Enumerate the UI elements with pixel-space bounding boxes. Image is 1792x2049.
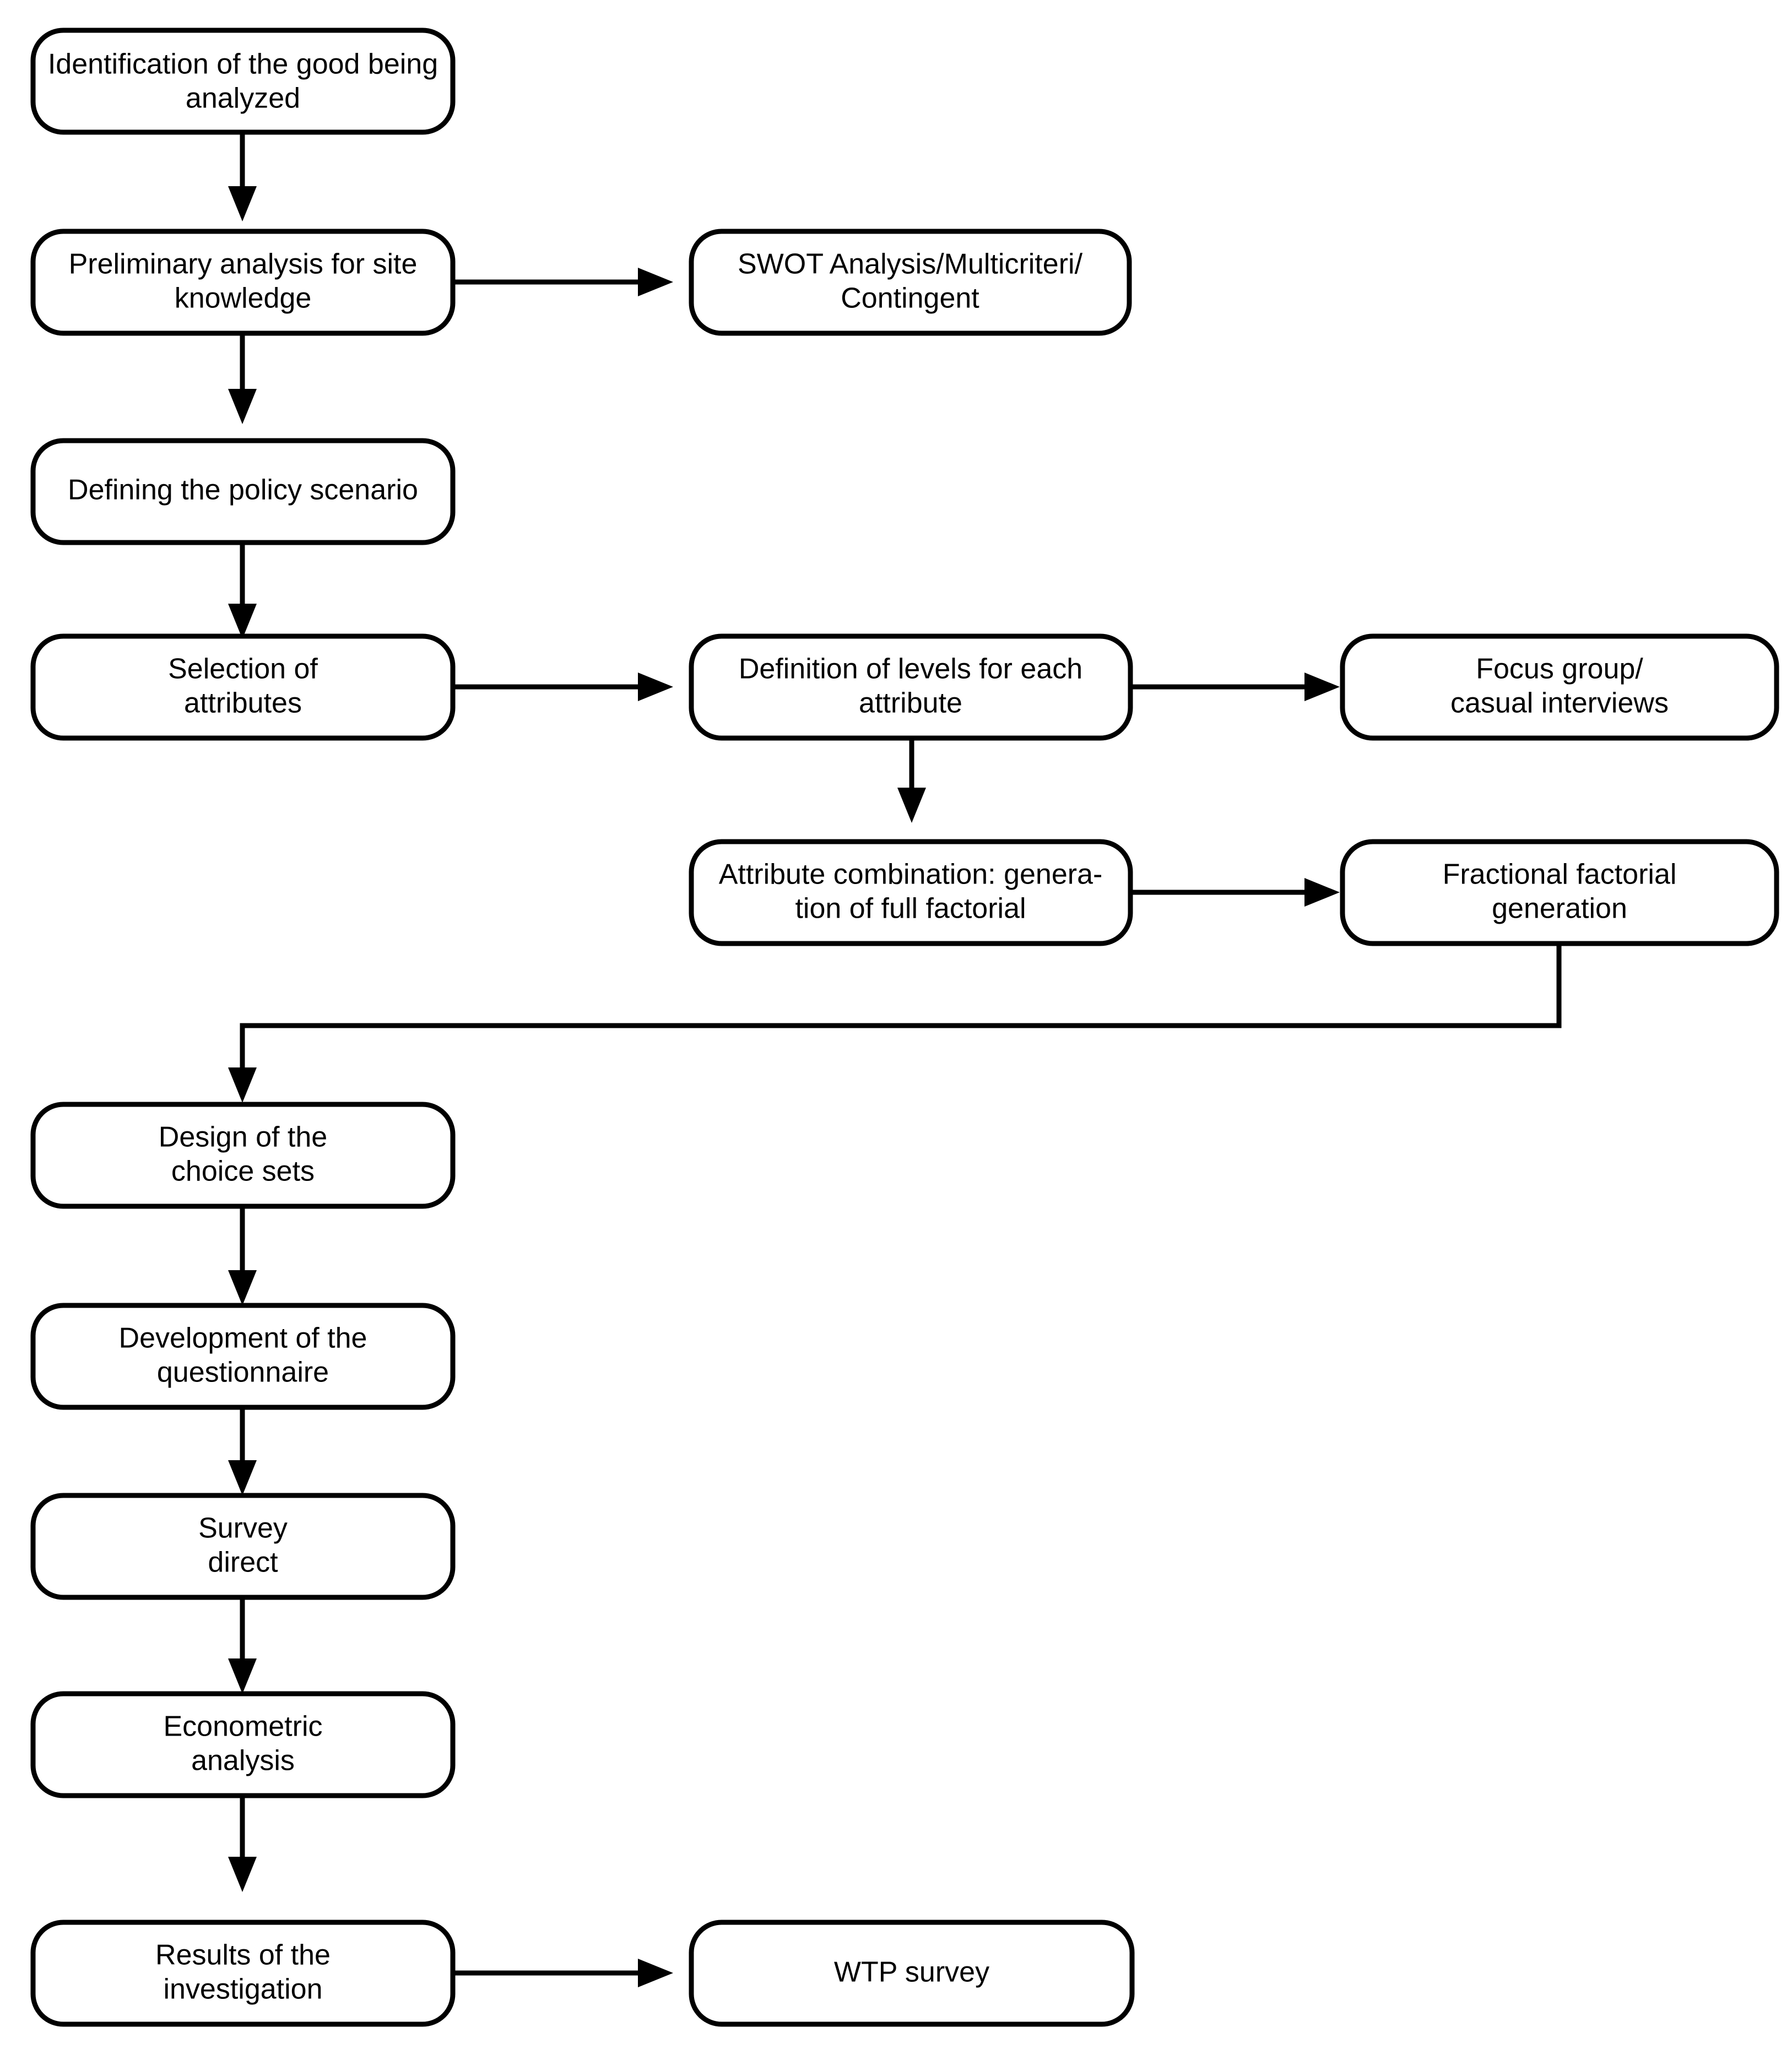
node-choice-sets-line1: Design of the: [159, 1121, 327, 1153]
node-selection-attributes-line1: Selection of: [168, 653, 318, 685]
node-questionnaire-shape[interactable]: [30, 1303, 456, 1410]
node-attribute-combination-shape[interactable]: [689, 839, 1133, 946]
node-focus-group-line2: casual interviews: [1450, 687, 1669, 719]
node-identification-line2: analyzed: [186, 83, 300, 115]
node-results-shape[interactable]: [30, 1920, 456, 2027]
edge-survey-to-econometric: [228, 1597, 257, 1694]
node-preliminary-line2: knowledge: [175, 283, 312, 315]
edge-questionnaire-to-survey: [228, 1407, 257, 1495]
node-questionnaire[interactable]: Development of the questionnaire: [30, 1303, 456, 1410]
node-fractional-factorial-shape[interactable]: [1340, 839, 1779, 946]
node-fractional-factorial[interactable]: Fractional factorial generation: [1340, 839, 1779, 946]
node-choice-sets-line2: choice sets: [171, 1156, 315, 1188]
node-econometric-shape[interactable]: [30, 1691, 456, 1798]
edge-fractional-to-choice-sets: [228, 944, 1562, 1103]
node-questionnaire-line2: questionnaire: [157, 1357, 329, 1389]
node-swot[interactable]: SWOT Analysis/Multicriteri/ Contingent: [689, 229, 1132, 336]
node-preliminary-line1: Preliminary analysis for site: [69, 248, 418, 280]
node-results-line2: investigation: [163, 1974, 322, 2005]
node-survey-direct-line1: Survey: [198, 1513, 288, 1544]
node-swot-shape[interactable]: [689, 229, 1132, 336]
node-questionnaire-line1: Development of the: [119, 1322, 367, 1354]
edge-results-to-wtp: [453, 1959, 673, 1987]
node-results-line1: Results of the: [155, 1939, 331, 1971]
node-focus-group-shape[interactable]: [1340, 633, 1779, 741]
edge-definition-levels-to-focus-group: [1133, 673, 1340, 701]
node-definition-levels-shape[interactable]: [689, 633, 1133, 741]
edge-choice-sets-to-questionnaire: [228, 1206, 257, 1305]
node-preliminary[interactable]: Preliminary analysis for site knowledge: [30, 229, 456, 336]
node-selection-attributes[interactable]: Selection of attributes: [30, 633, 456, 741]
node-wtp-line1: WTP survey: [834, 1956, 989, 1988]
node-definition-levels-line1: Definition of levels for each: [739, 653, 1082, 685]
node-econometric[interactable]: Econometric analysis: [30, 1691, 456, 1798]
node-policy-scenario[interactable]: Defining the policy scenario: [30, 438, 456, 545]
edge-attribute-combination-to-fractional: [1133, 878, 1340, 907]
node-attribute-combination[interactable]: Attribute combination: genera- tion of f…: [689, 839, 1133, 946]
edge-policy-scenario-to-selection: [228, 543, 257, 639]
node-selection-attributes-shape[interactable]: [30, 633, 456, 741]
node-attribute-combination-line1: Attribute combination: genera-: [719, 859, 1103, 891]
node-definition-levels-line2: attribute: [859, 687, 962, 719]
node-identification-line1: Identification of the good being: [48, 48, 438, 80]
node-definition-levels[interactable]: Definition of levels for each attribute: [689, 633, 1133, 741]
edge-econometric-to-results: [228, 1796, 257, 1892]
node-choice-sets[interactable]: Design of the choice sets: [30, 1102, 456, 1209]
node-selection-attributes-line2: attributes: [184, 687, 302, 719]
node-identification-shape[interactable]: [30, 28, 456, 135]
node-econometric-line2: analysis: [191, 1745, 295, 1777]
edge-preliminary-to-swot: [453, 268, 673, 296]
edge-definition-levels-to-attribute-combination: [897, 738, 926, 823]
node-attribute-combination-line2: tion of full factorial: [795, 893, 1026, 925]
node-survey-direct-shape[interactable]: [30, 1493, 456, 1600]
node-identification[interactable]: Identification of the good being analyze…: [30, 28, 456, 135]
edge-layer: [228, 132, 1562, 1987]
node-econometric-line1: Econometric: [164, 1711, 323, 1743]
node-focus-group-line1: Focus group/: [1476, 653, 1643, 685]
node-survey-direct-line2: direct: [208, 1547, 278, 1579]
node-policy-scenario-line1: Defining the policy scenario: [68, 474, 418, 506]
edge-identification-to-preliminary: [228, 132, 257, 221]
node-policy-scenario-shape[interactable]: [30, 438, 456, 545]
node-choice-sets-shape[interactable]: [30, 1102, 456, 1209]
node-layer: Identification of the good being analyze…: [30, 28, 1779, 2027]
node-survey-direct[interactable]: Survey direct: [30, 1493, 456, 1600]
node-results[interactable]: Results of the investigation: [30, 1920, 456, 2027]
node-preliminary-shape[interactable]: [30, 229, 456, 336]
node-wtp-shape[interactable]: [689, 1920, 1135, 2027]
node-fractional-factorial-line2: generation: [1492, 893, 1627, 925]
node-wtp[interactable]: WTP survey: [689, 1920, 1135, 2027]
node-swot-line1: SWOT Analysis/Multicriteri/: [738, 248, 1083, 280]
node-swot-line2: Contingent: [841, 283, 979, 315]
node-fractional-factorial-line1: Fractional factorial: [1443, 859, 1677, 891]
edge-selection-to-definition-levels: [453, 673, 673, 701]
node-focus-group[interactable]: Focus group/ casual interviews: [1340, 633, 1779, 741]
